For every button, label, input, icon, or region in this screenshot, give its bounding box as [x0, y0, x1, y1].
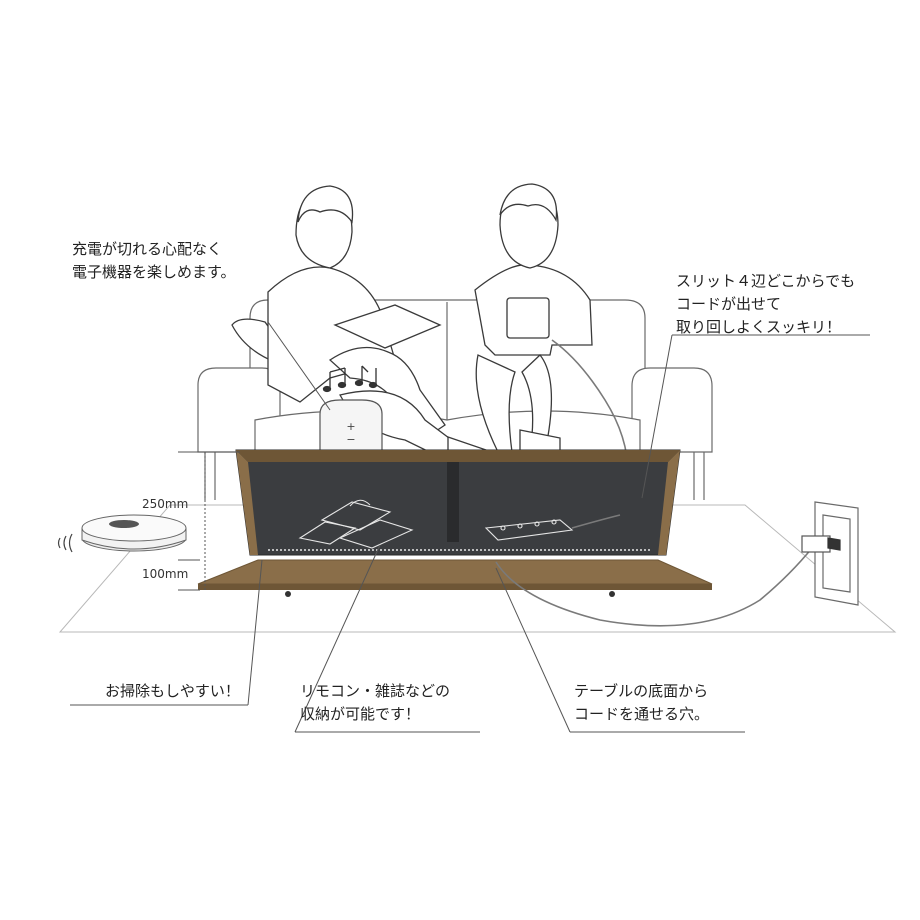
woman-with-tablet-figure	[474, 183, 593, 453]
callout-storage: リモコン・雑誌などの 収納が可能です！	[300, 680, 450, 726]
wall-outlet	[801, 501, 859, 606]
callout-cord-hole-line1: テーブルの底面から	[574, 682, 709, 700]
music-notes-icon	[322, 365, 378, 393]
smart-speaker	[319, 399, 383, 453]
callout-charging-line1: 充電が切れる心配なく	[72, 240, 223, 258]
coffee-table	[197, 449, 713, 597]
speaker-plus-icon: +	[346, 420, 355, 433]
callout-cleaning: お掃除もしやすい！	[105, 680, 240, 703]
motion-lines-icon	[57, 533, 73, 553]
stored-items	[298, 499, 574, 549]
callout-leader-lines	[70, 321, 870, 733]
robot-vacuum	[81, 514, 187, 552]
callout-charging: 充電が切れる心配なく 電子機器を楽しめます。	[72, 238, 236, 284]
callout-slit-line2: コードが出せて	[676, 295, 782, 313]
dimension-lines	[178, 451, 240, 591]
dimension-label-100mm: 100mm	[142, 567, 189, 581]
callout-storage-line2: 収納が可能です！	[300, 705, 421, 723]
callout-charging-line2: 電子機器を楽しめます。	[72, 263, 236, 281]
callout-cord-hole: テーブルの底面から コードを通せる穴。	[574, 680, 709, 726]
callout-slit: スリット４辺どこからでも コードが出せて 取り回しよくスッキリ！	[676, 270, 855, 339]
speaker-minus-icon: −	[346, 433, 355, 446]
callout-cord-hole-line2: コードを通せる穴。	[574, 705, 710, 723]
callout-cleaning-line1: お掃除もしやすい！	[105, 682, 240, 700]
callout-slit-line3: 取り回しよくスッキリ！	[676, 318, 842, 336]
callout-storage-line1: リモコン・雑誌などの	[300, 682, 451, 700]
callout-slit-line1: スリット４辺どこからでも	[676, 272, 856, 290]
dimension-label-250mm: 250mm	[142, 497, 189, 511]
power-cord	[495, 514, 813, 627]
